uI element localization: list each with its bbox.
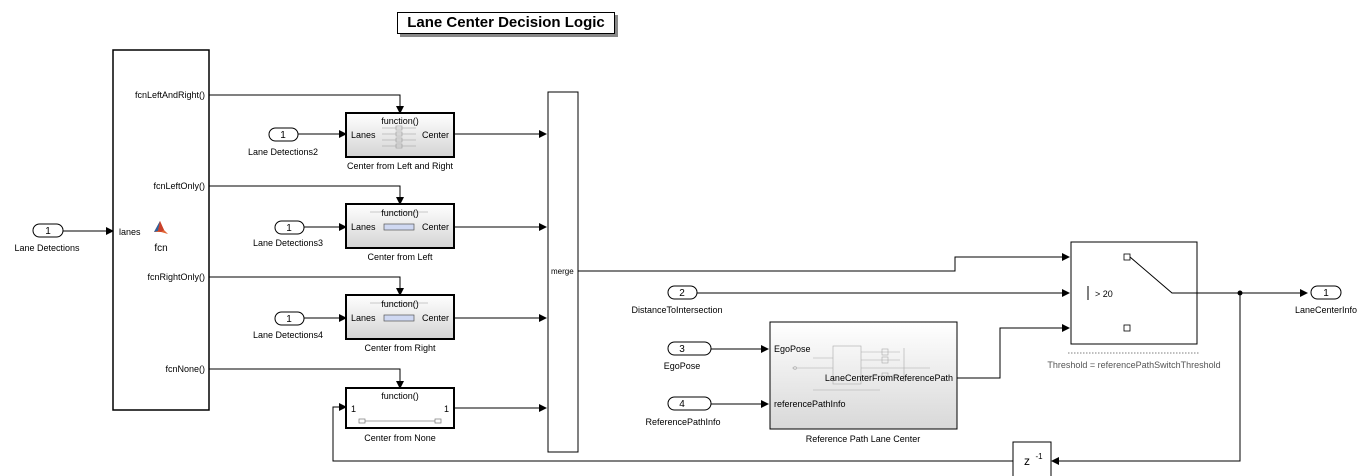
block-name: Center from Left and Right <box>347 161 454 171</box>
port-number: 1 <box>286 223 292 234</box>
port-label: Lane Detections3 <box>253 238 323 248</box>
output-port-label: LaneCenterFromReferencePath <box>825 373 953 383</box>
internal-port-icon <box>358 418 366 424</box>
block-name: Center from Right <box>364 343 436 353</box>
fcn-output-label: fcnRightOnly() <box>147 272 205 282</box>
inport-distance-to-intersection[interactable]: 2 DistanceToIntersection <box>631 285 723 315</box>
delay-base: z <box>1024 454 1030 468</box>
output-port-label: 1 <box>444 404 449 414</box>
inport-ego-pose[interactable]: 3 EgoPose <box>664 341 712 371</box>
switch-block[interactable]: > 20 Threshold = referencePathSwitchThre… <box>1047 241 1221 370</box>
switch-contact-icon <box>1123 253 1131 261</box>
internal-preview-icon <box>382 125 416 149</box>
port-number: 3 <box>679 344 685 355</box>
port-label: ReferencePathInfo <box>645 417 720 427</box>
inport-lane-detections2[interactable]: 1 Lane Detections2 <box>248 127 318 157</box>
subsystem-center-from-left-and-right[interactable]: function() Lanes Center Center from Left… <box>345 112 455 171</box>
port-label: Lane Detections2 <box>248 147 318 157</box>
subsystem-center-from-none[interactable]: function() 1 1 Center from None <box>345 387 455 443</box>
trigger-label: function() <box>381 299 419 309</box>
input-port-label: Lanes <box>351 222 376 232</box>
subsystem-center-from-left[interactable]: function() Lanes Center Center from Left <box>345 203 455 262</box>
input-port-label: referencePathInfo <box>774 399 846 409</box>
internal-block-icon <box>383 314 415 322</box>
merge-label: merge <box>551 267 574 276</box>
fcn-input-label: lanes <box>119 227 141 237</box>
port-number: 1 <box>286 314 292 325</box>
fcn-output-label: fcnLeftOnly() <box>153 181 205 191</box>
outport-lane-center-info[interactable]: 1 LaneCenterInfo <box>1295 285 1357 315</box>
trigger-label: function() <box>381 391 419 401</box>
branch-point <box>1237 290 1243 296</box>
port-label: DistanceToIntersection <box>631 305 722 315</box>
internal-block-icon <box>383 223 415 231</box>
subsystem-reference-path-lane-center[interactable]: EgoPose referencePathInfo LaneCenterFrom… <box>769 321 958 444</box>
port-number: 2 <box>679 288 685 299</box>
unit-delay-block[interactable]: z -1 <box>1012 441 1052 476</box>
delay-exponent: -1 <box>1035 452 1043 461</box>
switch-criteria: > 20 <box>1095 289 1113 299</box>
internal-port-icon <box>434 418 442 424</box>
port-label: EgoPose <box>664 361 701 371</box>
port-number: 1 <box>45 226 51 237</box>
output-port-label: Center <box>422 130 449 140</box>
port-number: 1 <box>280 130 286 141</box>
port-number: 4 <box>679 399 685 410</box>
block-name: Center from Left <box>367 252 433 262</box>
matlab-function-block[interactable]: lanes fcn fcnLeftAndRight() fcnLeftOnly(… <box>112 49 210 411</box>
switch-contact-icon <box>1123 324 1131 332</box>
block-name: Center from None <box>364 433 436 443</box>
port-number: 1 <box>1323 288 1329 299</box>
inport-lane-detections3[interactable]: 1 Lane Detections3 <box>253 220 323 248</box>
port-label: Lane Detections <box>14 243 80 253</box>
input-port-label: 1 <box>351 404 356 414</box>
port-label: Lane Detections4 <box>253 330 323 340</box>
switch-arm-icon <box>1129 256 1197 294</box>
trigger-label: function() <box>381 116 419 126</box>
switch-threshold-label: Threshold = referencePathSwitchThreshold <box>1047 360 1220 370</box>
inport-reference-path-info[interactable]: 4 ReferencePathInfo <box>645 396 721 427</box>
fcn-name: fcn <box>154 243 167 254</box>
block-name: Reference Path Lane Center <box>806 434 921 444</box>
fcn-output-label: fcnLeftAndRight() <box>135 90 205 100</box>
diagram-title: Lane Center Decision Logic <box>397 12 615 34</box>
output-port-label: Center <box>422 222 449 232</box>
signal-lines <box>63 94 1308 465</box>
input-port-label: EgoPose <box>774 344 811 354</box>
input-port-label: Lanes <box>351 130 376 140</box>
trigger-label: function() <box>381 208 419 218</box>
output-port-label: Center <box>422 313 449 323</box>
input-port-label: Lanes <box>351 313 376 323</box>
port-label: LaneCenterInfo <box>1295 305 1357 315</box>
internal-preview-icon <box>792 345 930 391</box>
matlab-logo-icon <box>154 221 168 234</box>
inport-lane-detections4[interactable]: 1 Lane Detections4 <box>253 311 323 340</box>
inport-lane-detections[interactable]: 1 Lane Detections <box>14 223 80 253</box>
subsystem-center-from-right[interactable]: function() Lanes Center Center from Righ… <box>345 294 455 353</box>
merge-block[interactable]: merge <box>547 91 579 453</box>
fcn-output-label: fcnNone() <box>165 364 205 374</box>
